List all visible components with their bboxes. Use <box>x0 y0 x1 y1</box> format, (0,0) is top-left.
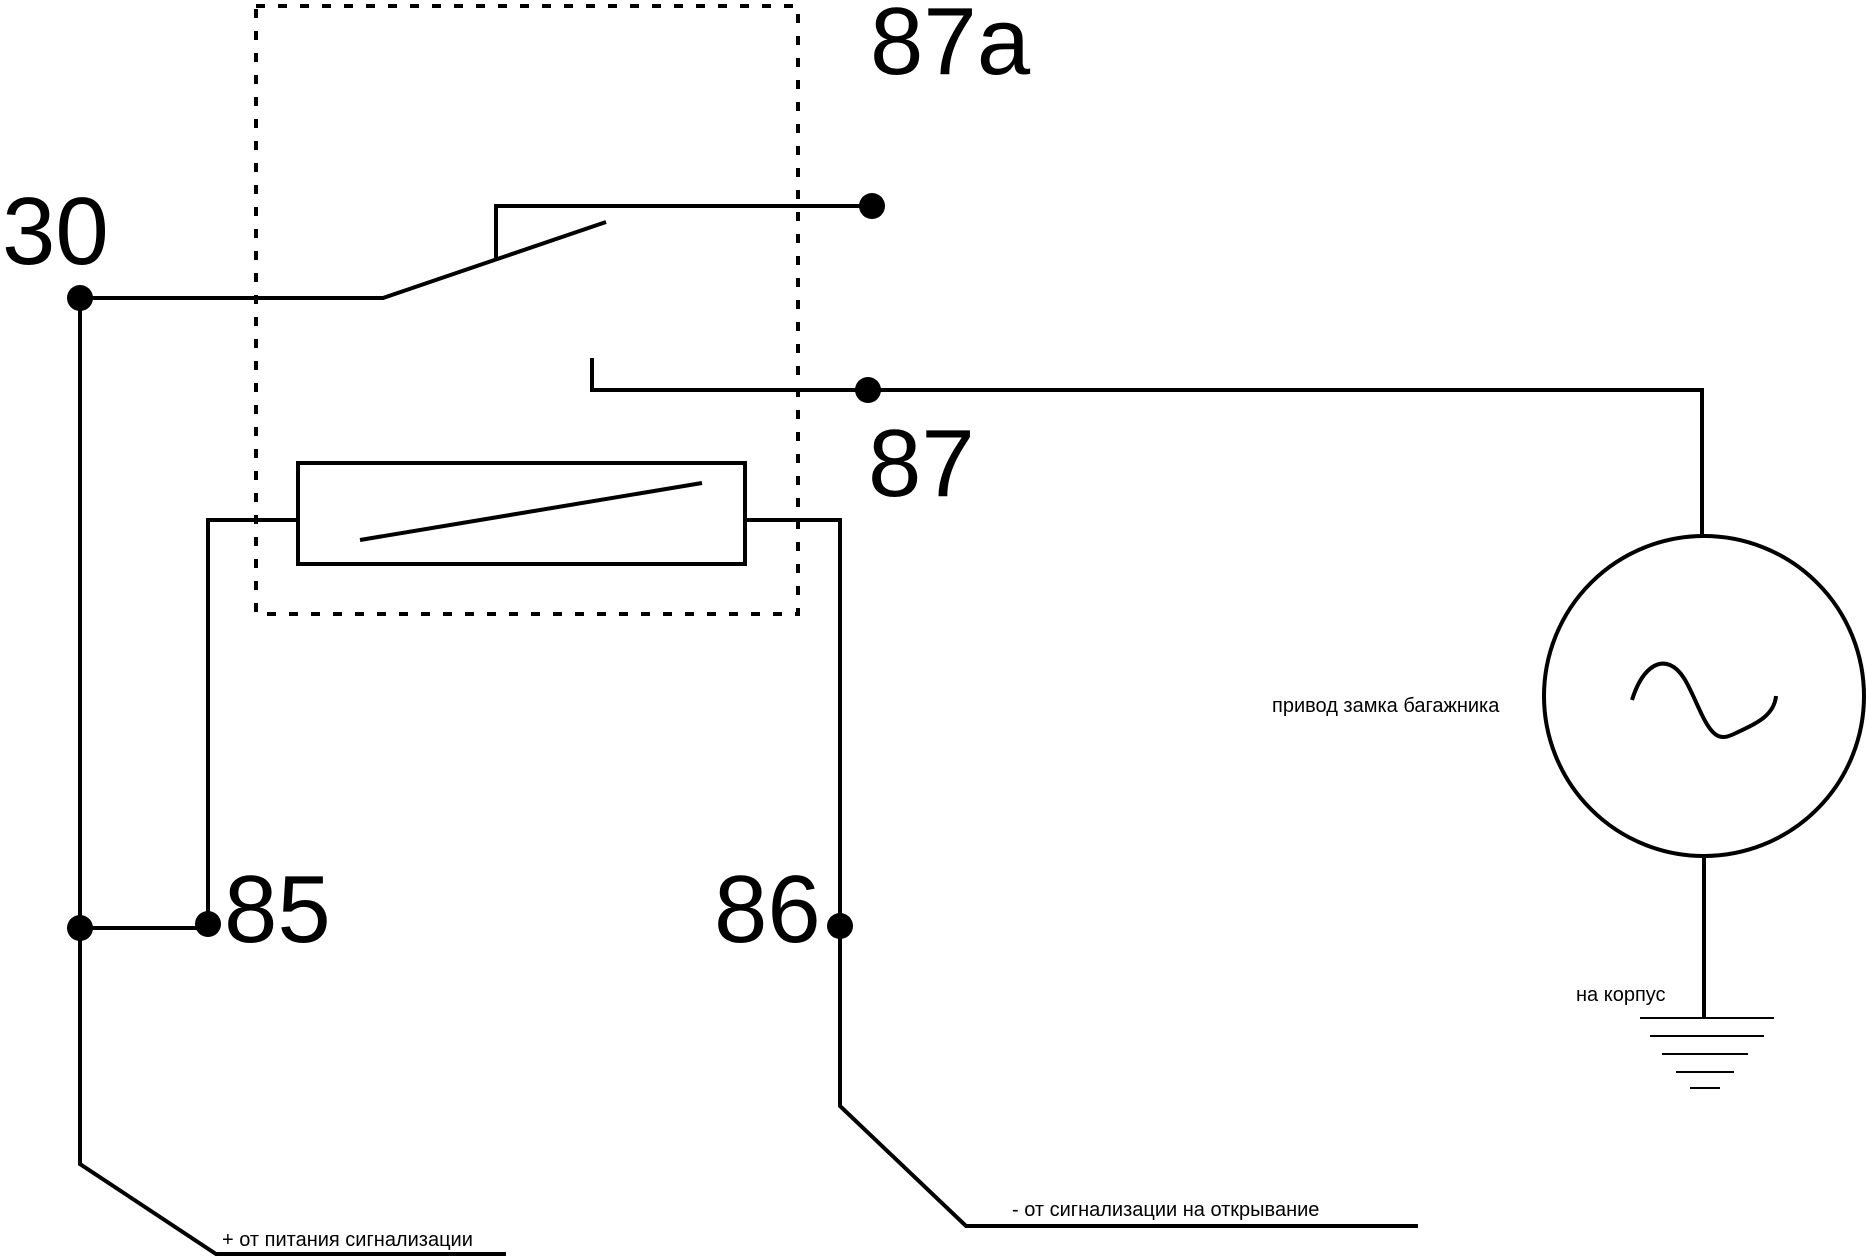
pin-87a-label: 87a <box>870 0 1031 95</box>
lock-drive-label: привод замка багажника <box>1272 695 1500 717</box>
pin-30-label: 30 <box>2 178 109 285</box>
pin-85-label: 85 <box>224 856 331 963</box>
ac-wave-icon <box>1630 661 1778 739</box>
coil-wire-86 <box>745 518 1418 1228</box>
pin-85-terminal <box>195 911 221 937</box>
ground-icon <box>1640 1017 1774 1089</box>
signal-minus-label: - от сигнализации на открывание <box>1012 1199 1319 1221</box>
contact-87-wire <box>590 358 1704 536</box>
coil-wire-85 <box>206 518 298 922</box>
supply-wire <box>78 298 506 1256</box>
pin-30-terminal <box>67 285 93 311</box>
pin-87-label: 87 <box>868 410 975 517</box>
contact-87a-wire <box>494 204 872 260</box>
pin-87a-terminal <box>859 193 885 219</box>
lock-actuator-symbol <box>1542 534 1866 858</box>
relay-housing <box>254 4 800 616</box>
pin-86-terminal <box>827 913 853 939</box>
switch-arm <box>80 220 607 300</box>
pin-87-terminal <box>855 377 881 403</box>
power-plus-label: + от питания сигнализации <box>222 1229 473 1251</box>
relay-coil-winding <box>359 481 703 542</box>
ground-label: на корпус <box>1576 984 1666 1006</box>
pin-86-label: 86 <box>714 856 821 963</box>
junction-30 <box>67 915 93 941</box>
relay-coil <box>296 461 747 566</box>
